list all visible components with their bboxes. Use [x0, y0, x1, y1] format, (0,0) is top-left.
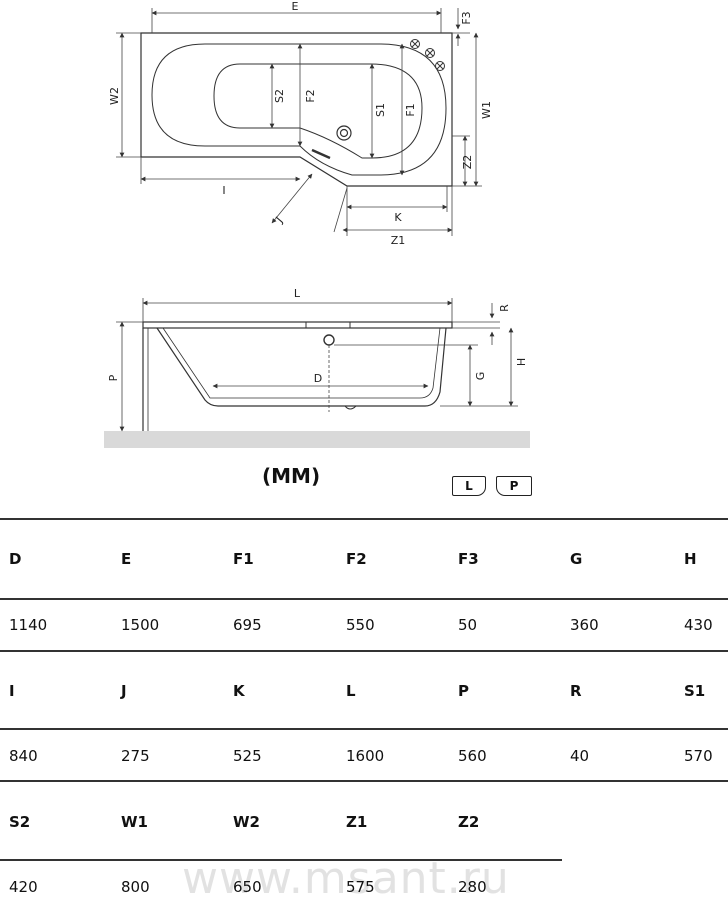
table-header-cell: E	[121, 550, 132, 568]
table-value-cell: 280	[458, 878, 487, 896]
table-header-cell: P	[458, 682, 469, 700]
table-value-cell: 550	[346, 616, 375, 634]
variant-badge-left: L	[452, 476, 486, 496]
drain-icon	[336, 125, 352, 141]
dim-label-l: L	[294, 287, 301, 300]
table-header-cell: G	[570, 550, 583, 568]
dim-label-s2: S2	[273, 89, 286, 103]
table-value-cell: 575	[346, 878, 375, 896]
dim-label-w1: W1	[480, 101, 493, 119]
table-value-cell: 800	[121, 878, 150, 896]
dim-label-z1: Z1	[391, 234, 406, 247]
dim-label-k: K	[394, 211, 402, 224]
table-rule	[0, 598, 728, 600]
table-value-cell: 560	[458, 747, 487, 765]
watermark: www.msant.ru	[182, 853, 510, 904]
dim-label-i: I	[222, 184, 225, 197]
dim-label-p: P	[107, 374, 120, 381]
table-value-cell: 275	[121, 747, 150, 765]
side-view: L R H G P D	[104, 287, 530, 448]
table-header-cell: F3	[458, 550, 479, 568]
table-header-cell: Z1	[346, 813, 368, 831]
overflow-icon	[323, 334, 335, 346]
bathtub-dimension-drawing: E F3 W2 S2 F2 S1 F1 W1 Z2 I J K Z1	[104, 0, 530, 448]
dim-label-g: G	[474, 372, 487, 381]
dim-label-r: R	[498, 304, 511, 312]
table-rule	[0, 518, 728, 520]
plan-dimensions	[116, 8, 482, 236]
table-rule	[0, 859, 562, 861]
table-header-cell: D	[9, 550, 22, 568]
table-rule	[0, 728, 728, 730]
table-value-cell: 430	[684, 616, 713, 634]
table-header-cell: F2	[346, 550, 367, 568]
table-header-cell: L	[346, 682, 356, 700]
table-header-cell: H	[684, 550, 697, 568]
table-value-cell: 420	[9, 878, 38, 896]
table-header-cell: F1	[233, 550, 254, 568]
table-header-cell: S1	[684, 682, 706, 700]
dim-label-d: D	[314, 372, 322, 385]
tap-fittings-icon	[410, 39, 445, 71]
table-value-cell: 360	[570, 616, 599, 634]
dim-label-s1: S1	[374, 103, 387, 117]
dim-label-f2: F2	[304, 89, 317, 102]
table-value-cell: 50	[458, 616, 478, 634]
table-value-cell: 695	[233, 616, 262, 634]
side-rim	[142, 321, 453, 329]
table-header-cell: I	[9, 682, 15, 700]
table-header-cell: K	[233, 682, 245, 700]
table-value-cell: 1140	[9, 616, 48, 634]
table-rule	[0, 650, 728, 652]
dim-label-e: E	[292, 0, 299, 13]
table-rule	[0, 780, 728, 782]
floor	[104, 431, 530, 448]
table-value-cell: 650	[233, 878, 262, 896]
table-value-cell: 840	[9, 747, 38, 765]
table-value-cell: 1500	[121, 616, 160, 634]
table-value-cell: 570	[684, 747, 713, 765]
units-label: (MM)	[262, 464, 321, 488]
table-header-cell: W2	[233, 813, 260, 831]
table-value-cell: 40	[570, 747, 590, 765]
dim-label-w2: W2	[108, 87, 121, 105]
variant-badge-right: P	[496, 476, 532, 496]
table-header-cell: S2	[9, 813, 31, 831]
plan-basin-bottom	[213, 63, 423, 159]
dim-label-z2: Z2	[461, 155, 474, 170]
side-tub-body	[156, 327, 447, 407]
dim-label-f3: F3	[460, 11, 473, 24]
table-header-cell: R	[570, 682, 582, 700]
table-header-cell: Z2	[458, 813, 480, 831]
plan-inner-basin	[151, 43, 447, 176]
table-header-cell: J	[121, 682, 127, 700]
table-value-cell: 525	[233, 747, 262, 765]
table-value-cell: 1600	[346, 747, 385, 765]
dim-label-h: H	[515, 358, 528, 366]
dim-label-j: J	[273, 214, 286, 226]
plan-labels: E F3 W2 S2 F2 S1 F1 W1 Z2 I J K Z1	[108, 0, 493, 247]
table-header-cell: W1	[121, 813, 148, 831]
dim-label-f1: F1	[404, 103, 417, 116]
